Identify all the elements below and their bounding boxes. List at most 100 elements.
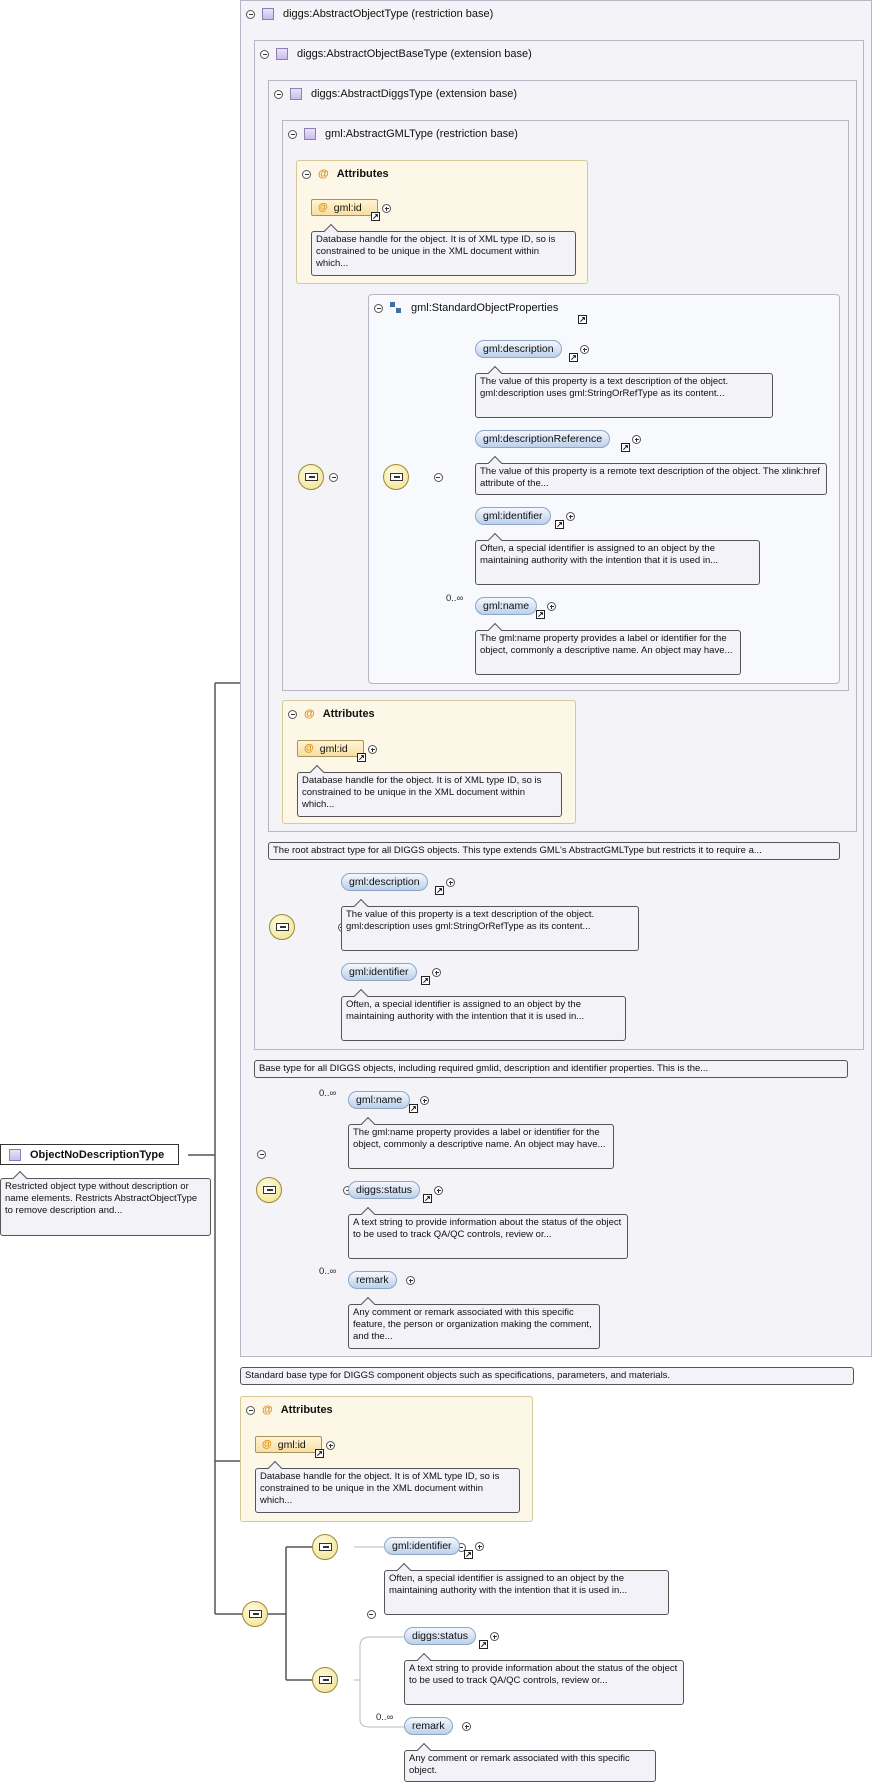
expand-icon[interactable] [490, 1632, 499, 1641]
link-arrow-icon[interactable]: ↗ [464, 1550, 473, 1559]
sequence-compositor-icon[interactable] [312, 1534, 338, 1560]
link-arrow-icon[interactable]: ↗ [569, 353, 578, 362]
sequence-compositor-icon[interactable] [256, 1177, 282, 1203]
link-arrow-icon[interactable]: ↗ [423, 1194, 432, 1203]
collapse-icon[interactable] [302, 169, 311, 179]
link-arrow-icon[interactable]: ↗ [578, 315, 587, 324]
collapse-icon[interactable] [288, 709, 297, 719]
standard-object-properties-header[interactable]: gml:StandardObjectProperties [374, 302, 558, 314]
expand-icon[interactable] [580, 345, 589, 354]
link-arrow-icon[interactable]: ↗ [555, 520, 564, 529]
expand-icon[interactable] [446, 878, 455, 887]
diggs-status-element[interactable]: diggs:status [348, 1181, 421, 1199]
gml-name-element[interactable]: gml:name [475, 597, 538, 615]
abstract-object-base-type-header[interactable]: diggs:AbstractObjectBaseType (extension … [260, 48, 532, 60]
gml-id-label: gml:id [333, 201, 362, 214]
sequence-compositor-icon[interactable] [383, 464, 409, 490]
collapse-icon[interactable] [366, 1610, 376, 1619]
attributes-header[interactable]: @ Attributes [288, 708, 375, 720]
abstract-object-base-type-title: diggs:AbstractObjectBaseType (extension … [297, 48, 532, 60]
link-arrow-icon[interactable]: ↗ [421, 976, 430, 985]
link-arrow-icon[interactable]: ↗ [357, 753, 366, 762]
gml-id-doc: Database handle for the object. It is of… [297, 772, 562, 817]
expand-icon[interactable] [420, 1096, 429, 1105]
expand-icon[interactable] [368, 745, 377, 754]
abstract-gml-type-header[interactable]: gml:AbstractGMLType (restriction base) [288, 128, 518, 140]
expand-icon[interactable] [406, 1276, 415, 1285]
group-icon [390, 302, 402, 314]
link-arrow-icon[interactable]: ↗ [371, 212, 380, 221]
gml-identifier-element[interactable]: gml:identifier [384, 1537, 460, 1555]
gml-identifier-element[interactable]: gml:identifier [475, 507, 551, 525]
collapse-icon[interactable] [246, 1405, 255, 1415]
expand-icon[interactable] [632, 435, 641, 444]
complex-type-icon [290, 88, 302, 100]
gml-identifier-doc: Often, a special identifier is assigned … [475, 540, 760, 585]
gml-identifier-label: gml:identifier [349, 966, 409, 978]
diggs-status-label: diggs:status [356, 1184, 413, 1196]
sequence-compositor-icon[interactable] [312, 1667, 338, 1693]
gml-name-label: gml:name [483, 600, 530, 612]
remark-element[interactable]: remark [348, 1271, 397, 1289]
attribute-icon: @ [304, 708, 315, 720]
gml-identifier-label: gml:identifier [483, 510, 543, 522]
link-arrow-icon[interactable]: ↗ [621, 443, 630, 452]
expand-icon[interactable] [326, 1441, 335, 1450]
collapse-icon[interactable] [329, 473, 338, 482]
sequence-compositor-icon[interactable] [269, 914, 295, 940]
abstract-gml-type-title: gml:AbstractGMLType (restriction base) [325, 128, 518, 140]
abstract-diggs-type-header[interactable]: diggs:AbstractDiggsType (extension base) [274, 88, 517, 100]
multiplicity-label: 0..∞ [319, 1266, 337, 1277]
expand-icon[interactable] [434, 1186, 443, 1195]
diggs-status-element[interactable]: diggs:status [404, 1627, 477, 1645]
complex-type-icon [262, 8, 274, 20]
gml-id-attribute[interactable]: @gml:id [255, 1436, 322, 1453]
gml-description-element[interactable]: gml:description [475, 340, 562, 358]
gml-id-attribute[interactable]: @gml:id [311, 199, 378, 216]
gml-description-doc: The value of this property is a text des… [475, 373, 773, 418]
remark-element[interactable]: remark [404, 1717, 453, 1735]
collapse-icon[interactable] [274, 89, 283, 99]
expand-icon[interactable] [475, 1542, 484, 1551]
sequence-compositor-icon[interactable] [242, 1601, 268, 1627]
link-arrow-icon[interactable]: ↗ [409, 1104, 418, 1113]
expand-icon[interactable] [547, 602, 556, 611]
gml-id-attribute[interactable]: @gml:id [297, 740, 364, 757]
diggs-status-doc: A text string to provide information abo… [404, 1660, 684, 1705]
abstract-object-base-type-doc: Base type for all DIGGS objects, includi… [254, 1060, 848, 1078]
link-arrow-icon[interactable]: ↗ [536, 610, 545, 619]
link-arrow-icon[interactable]: ↗ [315, 1449, 324, 1458]
collapse-icon[interactable] [433, 473, 443, 482]
gml-id-doc: Database handle for the object. It is of… [255, 1468, 520, 1513]
gml-identifier-doc: Often, a special identifier is assigned … [384, 1570, 669, 1615]
attributes-label: Attributes [336, 168, 389, 180]
gml-name-doc: The gml:name property provides a label o… [475, 630, 741, 675]
collapse-icon[interactable] [246, 9, 255, 19]
gml-name-element[interactable]: gml:name [348, 1091, 411, 1109]
expand-icon[interactable] [462, 1722, 471, 1731]
abstract-object-type-title: diggs:AbstractObjectType (restriction ba… [283, 8, 494, 20]
remark-label: remark [412, 1720, 445, 1732]
root-type-node[interactable]: ObjectNoDescriptionType [0, 1144, 179, 1165]
expand-icon[interactable] [432, 968, 441, 977]
expand-icon[interactable] [382, 204, 391, 213]
link-arrow-icon[interactable]: ↗ [435, 886, 444, 895]
link-arrow-icon[interactable]: ↗ [479, 1640, 488, 1649]
abstract-object-type-doc: Standard base type for DIGGS component o… [240, 1367, 854, 1385]
collapse-icon[interactable] [257, 1150, 267, 1159]
gml-description-element[interactable]: gml:description [341, 873, 428, 891]
gml-name-doc: The gml:name property provides a label o… [348, 1124, 614, 1169]
expand-icon[interactable] [566, 512, 575, 521]
collapse-icon[interactable] [260, 49, 269, 59]
abstract-object-type-header[interactable]: diggs:AbstractObjectType (restriction ba… [246, 8, 493, 20]
gml-description-reference-element[interactable]: gml:descriptionReference [475, 430, 611, 448]
gml-description-doc: The value of this property is a text des… [341, 906, 639, 951]
sequence-compositor-icon[interactable] [298, 464, 324, 490]
attributes-header[interactable]: @ Attributes [302, 168, 389, 180]
gml-identifier-element[interactable]: gml:identifier [341, 963, 417, 981]
collapse-icon[interactable] [288, 129, 297, 139]
gml-description-reference-doc: The value of this property is a remote t… [475, 463, 827, 495]
attributes-header[interactable]: @ Attributes [246, 1404, 333, 1416]
collapse-icon[interactable] [374, 303, 383, 313]
multiplicity-label: 0..∞ [319, 1088, 337, 1099]
